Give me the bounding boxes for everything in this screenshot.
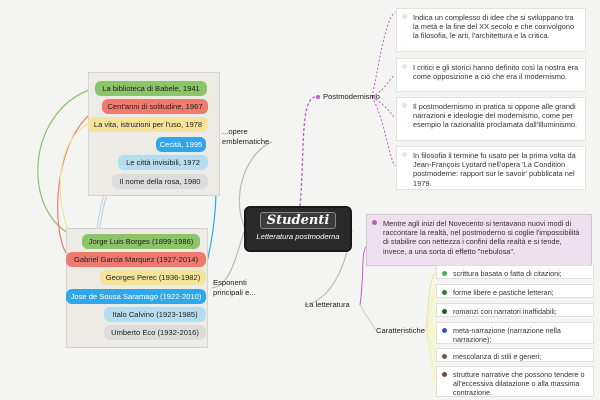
card-text: Il postmodernismo in pratica si oppone a… [413,102,578,130]
bullet-icon [402,14,407,19]
feature-item-0[interactable]: scrittura basata o fatta di citazioni; [436,265,594,279]
central-title: Studenti [259,212,337,229]
postmodernismo-label: Postmodernismo [323,92,380,101]
esponente-item-4[interactable]: Italo Calvino (1923-1985) [104,307,206,322]
opere-label: ...opere emblematiche [222,127,270,146]
feature-item-3[interactable]: meta-narrazione (narrazione nella narraz… [436,322,594,344]
card-text: Indica un complesso di idee che si svilu… [413,13,575,41]
esponente-item-0[interactable]: Jorge Luis Borges (1899-1986) [82,234,200,249]
postmodernismo-card-2[interactable]: I critici e gli storici hanno definito c… [396,58,586,92]
opera-item-4[interactable]: Le città invisibili, 1972 [118,155,208,170]
opera-item-1[interactable]: Cent'anni di solitudine, 1967 [102,99,208,114]
feature-dot-icon [442,354,447,359]
letteratura-label: La letteratura [305,300,350,309]
feature-dot-icon [442,372,447,377]
feature-dot-icon [442,271,447,276]
feature-text: scrittura basata o fatta di citazioni; [453,269,562,278]
caratteristiche-label: Caratteristiche [376,326,425,335]
esponente-item-5[interactable]: Umberto Eco (1932-2016) [104,325,206,340]
feature-text: mescolanza di stili e generi; [453,352,542,361]
feature-dot-icon [442,328,447,333]
esponenti-label: Esponenti principali e... [213,278,256,297]
esponenti-node[interactable]: Esponenti principali e... [213,278,269,297]
esponente-label: Umberto Eco (1932-2016) [111,328,199,337]
opera-label: La biblioteca di Babele, 1941 [102,84,200,93]
feature-text: meta-narrazione (narrazione nella narraz… [453,326,561,344]
letteratura-node[interactable]: La letteratura [305,300,350,310]
caratteristiche-node[interactable]: Caratteristiche [376,326,425,336]
esponente-label: Jose de Sousa Saramago (1922-2010) [70,292,202,301]
postmodernismo-card-3[interactable]: Il postmodernismo in pratica si oppone a… [396,97,586,141]
card-text: I critici e gli storici hanno definito c… [413,63,579,82]
postmodernismo-card-1[interactable]: Indica un complesso di idee che si svilu… [396,8,586,52]
bullet-icon [402,152,407,157]
feature-item-4[interactable]: mescolanza di stili e generi; [436,348,594,362]
opera-item-3[interactable]: Cecità, 1995 [156,137,206,152]
opera-item-0[interactable]: La biblioteca di Babele, 1941 [95,81,207,96]
opera-label: Le città invisibili, 1972 [126,158,200,167]
opera-item-5[interactable]: Il nome della rosa, 1980 [112,174,208,189]
opera-item-2[interactable]: La vita, istruzioni per l'uso, 1978 [88,117,208,132]
feature-text: forme libere e pastiche letterari; [453,288,554,297]
feature-item-5[interactable]: strutture narrative che possono tendere … [436,366,594,397]
opera-label: Il nome della rosa, 1980 [119,177,201,186]
node-dot-icon [316,95,320,99]
opera-label: Cecità, 1995 [159,140,203,149]
bullet-icon [402,64,407,69]
feature-dot-icon [442,309,447,314]
esponente-item-1[interactable]: Gabriel Garcia Marquez (1927-2014) [66,252,206,267]
feature-text: strutture narrative che possono tendere … [453,370,585,397]
feature-text: romanzi con narratori inaffidabili; [453,307,557,316]
esponente-item-2[interactable]: Georges Perec (1936-1982) [100,270,206,285]
intro-text: Mentre agli inizi del Novecento si tenta… [383,219,580,256]
esponente-item-3[interactable]: Jose de Sousa Saramago (1922-2010) [66,289,206,304]
postmodernismo-node[interactable]: Postmodernismo [316,92,380,102]
esponente-label: Italo Calvino (1923-1985) [112,310,198,319]
opera-label: Cent'anni di solitudine, 1967 [107,102,203,111]
esponente-label: Jorge Luis Borges (1899-1986) [88,237,194,246]
esponente-label: Georges Perec (1936-1982) [105,273,201,282]
card-text: In filosofia il termine fu usato per la … [413,151,576,188]
central-topic[interactable]: Studenti Letteratura postmoderna [244,206,352,252]
feature-dot-icon [442,290,447,295]
bullet-icon [402,103,407,108]
esponente-label: Gabriel Garcia Marquez (1927-2014) [73,255,199,264]
postmodernismo-card-4[interactable]: In filosofia il termine fu usato per la … [396,146,586,190]
letteratura-intro-card[interactable]: Mentre agli inizi del Novecento si tenta… [366,214,592,266]
opere-node[interactable]: ...opere emblematiche [222,127,280,146]
bullet-icon [372,220,377,225]
feature-item-1[interactable]: forme libere e pastiche letterari; [436,284,594,298]
feature-item-2[interactable]: romanzi con narratori inaffidabili; [436,303,594,317]
opera-label: La vita, istruzioni per l'uso, 1978 [93,120,203,129]
central-subtitle: Letteratura postmoderna [256,232,340,241]
